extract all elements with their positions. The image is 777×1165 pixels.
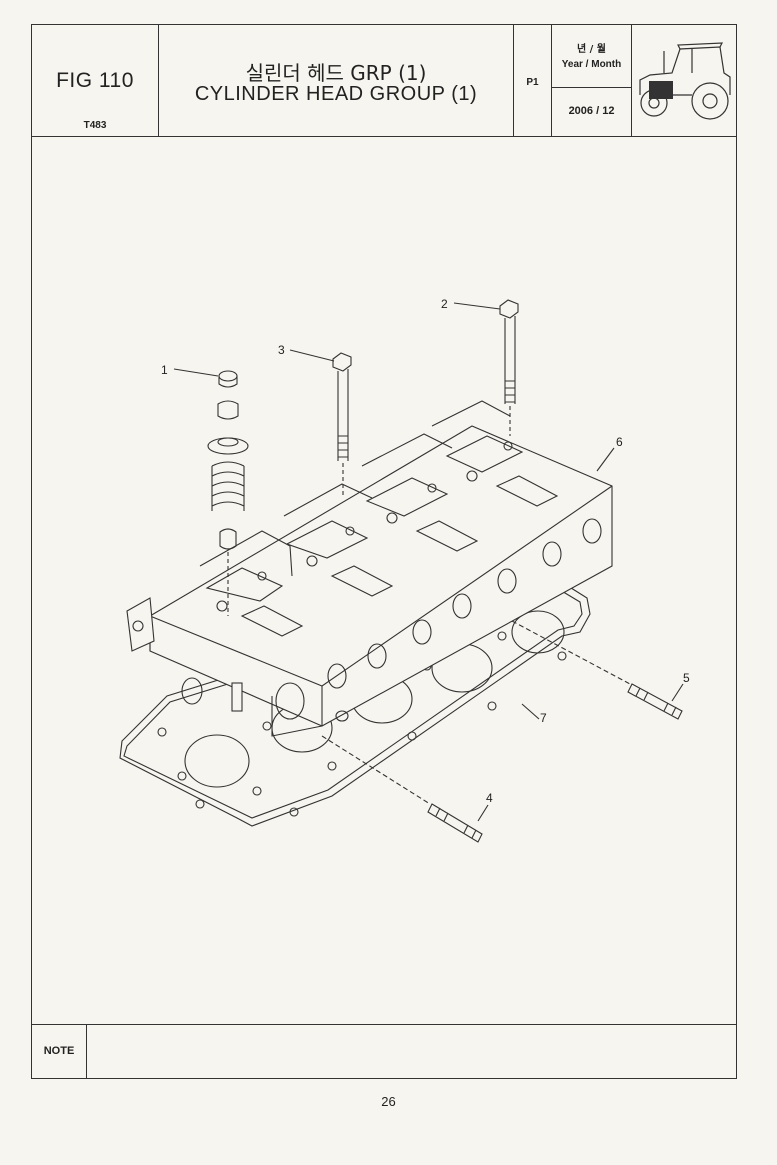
title-english: CYLINDER HEAD GROUP (1) [194, 83, 478, 105]
head-bolt-short [332, 352, 352, 496]
date-value: 2006 / 12 [568, 105, 615, 117]
page-code-cell: P1 [514, 25, 552, 136]
model-code: T483 [83, 120, 107, 131]
date-cell: 년 / 월 Year / Month 2006 / 12 [552, 25, 632, 136]
callout-7: 7 [540, 711, 547, 725]
tractor-icon-cell [632, 25, 736, 136]
title-korean: 실린더 헤드 GRP (1) [245, 61, 427, 85]
callout-1: 1 [161, 363, 168, 377]
stud-front [321, 735, 483, 843]
cylinder-head-exploded-drawing: 1 2 3 4 5 6 7 [119, 297, 690, 843]
parts-sheet: FIG 110 T483 실린더 헤드 GRP (1) CYLINDER HEA… [31, 24, 737, 1079]
date-label-box: 년 / 월 Year / Month [552, 25, 631, 88]
callout-5: 5 [683, 671, 690, 685]
sheet-header: FIG 110 T483 실린더 헤드 GRP (1) CYLINDER HEA… [32, 25, 736, 137]
callout-2: 2 [441, 297, 448, 311]
callout-3: 3 [278, 343, 285, 357]
head-bolt-long [499, 299, 519, 436]
tractor-icon [639, 42, 731, 120]
title-cell: 실린더 헤드 GRP (1) CYLINDER HEAD GROUP (1) [159, 25, 514, 136]
note-row: NOTE [32, 1024, 736, 1078]
page-code: P1 [526, 77, 539, 88]
note-label: NOTE [32, 1025, 87, 1078]
date-label-english: Year / Month [561, 59, 622, 70]
valve-parts-stack [207, 370, 249, 616]
stud-rear [511, 620, 683, 720]
date-label-korean: 년 / 월 [576, 44, 606, 55]
figure-cell: FIG 110 T483 [32, 25, 159, 136]
callout-6: 6 [616, 435, 623, 449]
callout-4: 4 [486, 791, 493, 805]
cylinder-head-block [126, 400, 613, 737]
page-number: 26 [381, 1094, 396, 1109]
figure-number: FIG 110 [56, 69, 134, 92]
